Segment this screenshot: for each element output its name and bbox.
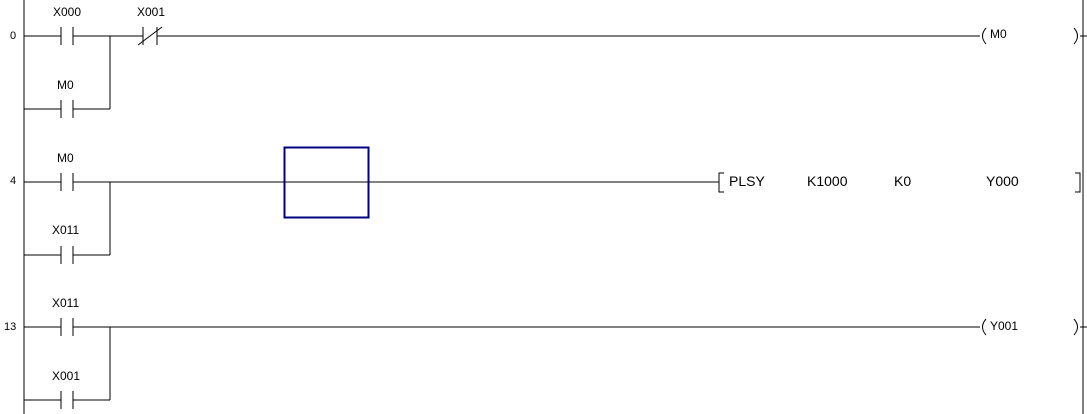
normally-open-contact[interactable]: M0 — [57, 151, 74, 191]
output-coil[interactable]: Y001 — [982, 318, 1087, 336]
contact-label: X011 — [52, 296, 79, 310]
rung-13[interactable]: 13 X011 X001 Y001 — [4, 296, 1087, 409]
output-coil[interactable]: M0 — [982, 27, 1087, 45]
contact-label: X001 — [137, 5, 165, 19]
step-number: 13 — [4, 321, 16, 333]
parallel-branch[interactable]: X011 — [24, 182, 111, 264]
contact-label: X000 — [53, 5, 81, 19]
contact-label: M0 — [57, 78, 74, 92]
normally-open-contact[interactable]: X000 — [53, 5, 81, 45]
step-number: 4 — [10, 175, 16, 187]
edit-cursor[interactable] — [283, 146, 370, 219]
contact-label: X001 — [52, 369, 80, 383]
step-number: 0 — [10, 30, 16, 42]
parallel-branch[interactable]: M0 — [24, 36, 111, 118]
parallel-branch[interactable]: X001 — [24, 327, 111, 409]
normally-closed-contact[interactable]: X001 — [137, 5, 165, 46]
instruction-operand: Y000 — [986, 173, 1019, 189]
contact-label: M0 — [57, 151, 74, 165]
normally-open-contact[interactable]: X011 — [52, 296, 79, 336]
instruction-operand: K0 — [894, 173, 911, 189]
contact-label: X011 — [52, 223, 79, 237]
instruction-operand: K1000 — [807, 173, 848, 189]
coil-operand: Y001 — [990, 319, 1018, 333]
instruction-box[interactable]: PLSY K1000 K0 Y000 — [718, 172, 1081, 193]
rung-4[interactable]: 4 M0 X011 PLSY K1000 K0 Y000 — [10, 146, 1081, 265]
rung-0[interactable]: 0 X000 X001 M0 — [10, 5, 1087, 118]
coil-operand: M0 — [990, 27, 1007, 41]
instruction-mnemonic: PLSY — [729, 173, 765, 189]
